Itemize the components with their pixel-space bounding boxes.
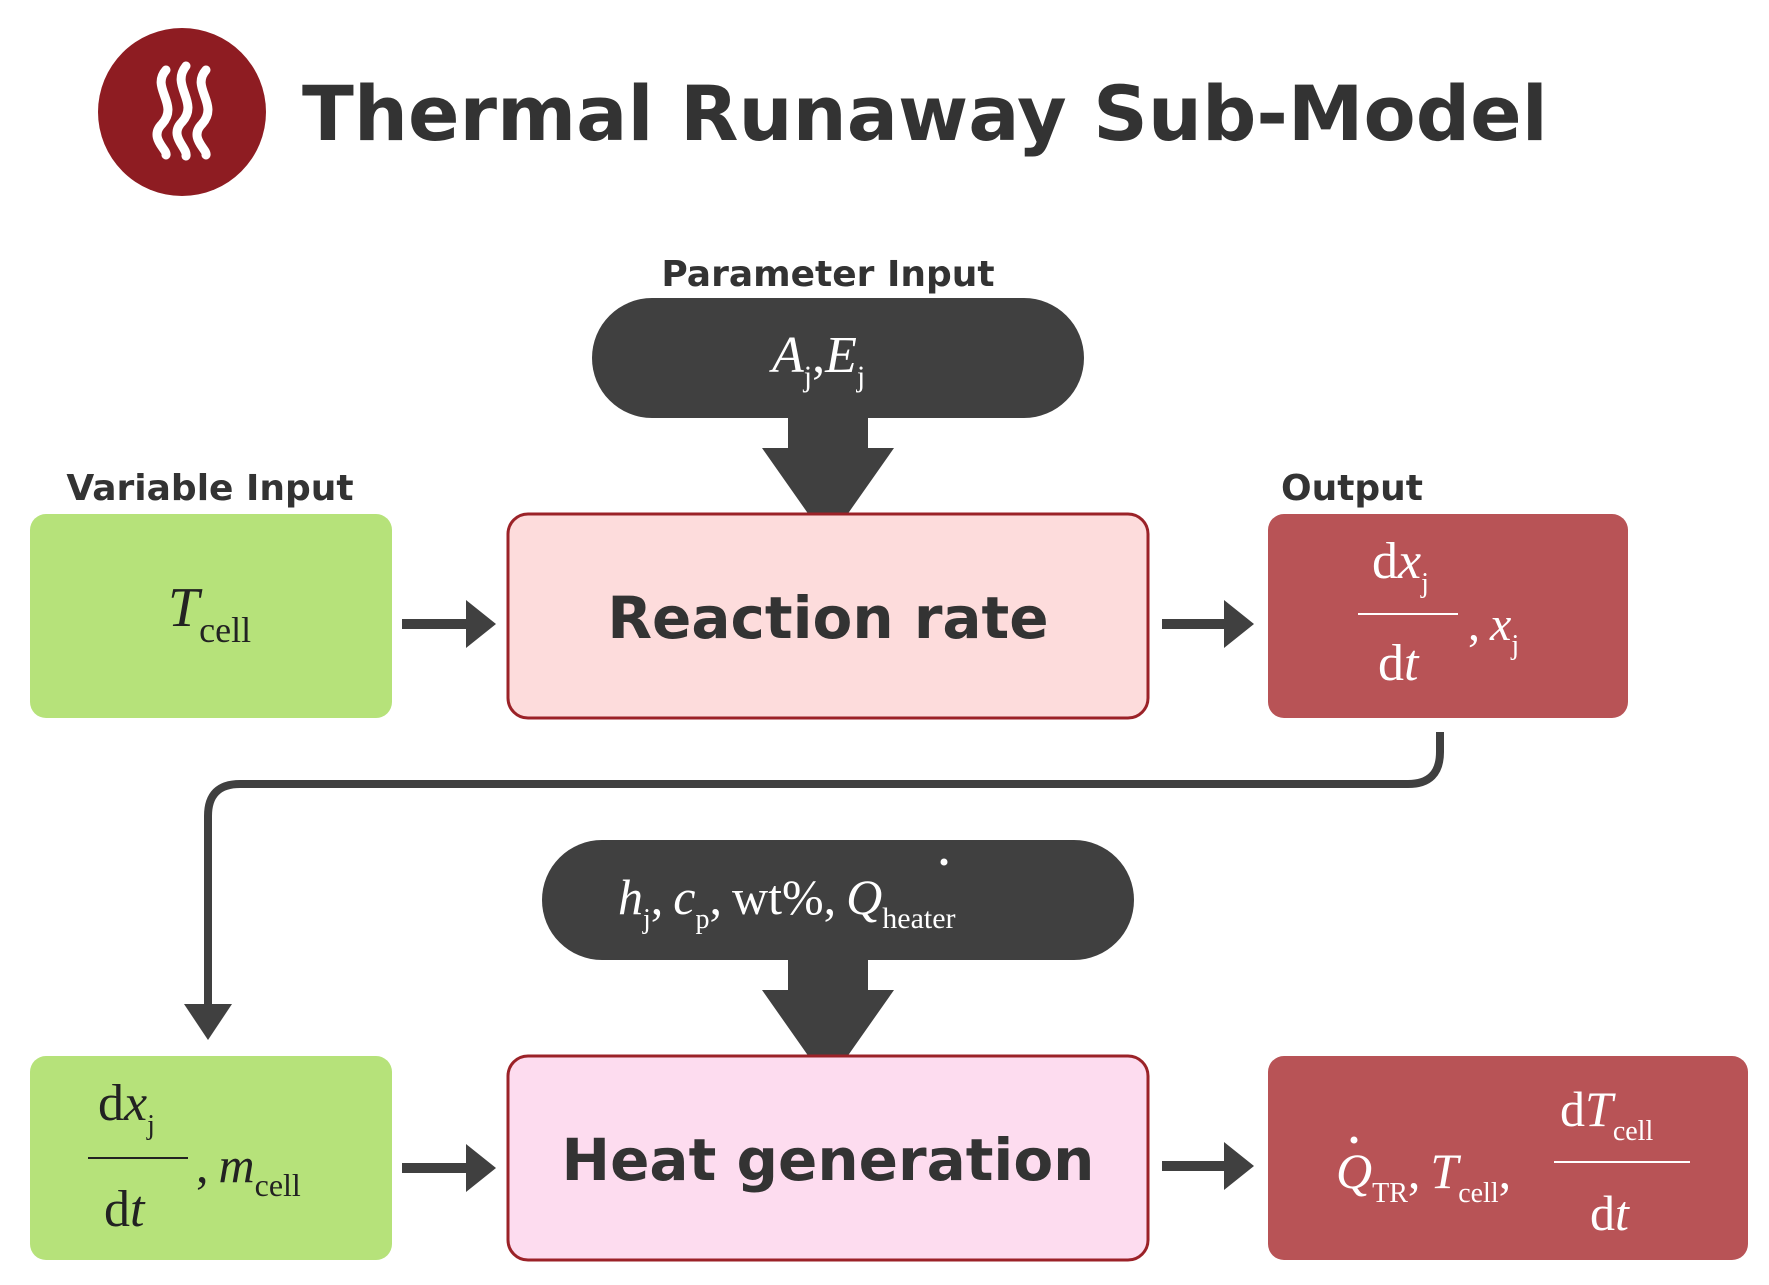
svg-text:,mcell: ,mcell (196, 1137, 301, 1203)
variable-input-box-top: Tcell (30, 514, 392, 718)
heat-waves-icon-badge (98, 28, 266, 196)
q-dot-param (940, 858, 948, 866)
arrow-variable-to-reaction-head (466, 600, 496, 648)
output-label: Output (1281, 468, 1423, 509)
parameter-pill-bottom: hj,cp,wt%,Qheater (542, 840, 1134, 960)
svg-text:dt: dt (1378, 635, 1420, 692)
heat-generation-box: Heat generation (506, 1054, 1150, 1262)
arrow-heat-to-output-head (1224, 1142, 1254, 1190)
variable-input-label: Variable Input (66, 468, 353, 509)
parameter-arrow-bottom (762, 960, 894, 1084)
output-box-bottom: QTR,Tcell, dTcell dt (1268, 1056, 1748, 1260)
parameter-arrow-top (762, 418, 894, 542)
arrow-variable-to-heat-head (466, 1144, 496, 1192)
q-dot-output (1350, 1136, 1358, 1144)
parameter-input-label: Parameter Input (661, 254, 994, 295)
arrow-reaction-to-output-head (1224, 600, 1254, 648)
svg-text:QTR,Tcell,: QTR,Tcell, (1336, 1143, 1511, 1209)
svg-text:dxj: dxj (1372, 533, 1429, 599)
reaction-rate-label: Reaction rate (607, 584, 1048, 652)
page-title: Thermal Runaway Sub-Model (302, 69, 1548, 158)
heat-waves-icon (152, 61, 213, 161)
parameter-pill-top: Aj,Ej (592, 298, 1084, 418)
header-icon (98, 28, 266, 196)
svg-text:Aj,Ej: Aj,Ej (769, 327, 865, 393)
svg-text:dt: dt (1590, 1185, 1630, 1241)
svg-text:dTcell: dTcell (1560, 1081, 1653, 1147)
svg-text:dt: dt (104, 1181, 146, 1238)
output-box-top: dxj dt ,xj (1268, 514, 1628, 718)
feedback-connector-head (184, 1004, 232, 1040)
svg-text:,xj: ,xj (1468, 598, 1519, 661)
variable-input-box-bottom: dxj dt ,mcell (30, 1056, 392, 1260)
feedback-connector (204, 732, 1444, 1012)
svg-text:hj,cp,wt%,Qheater: hj,cp,wt%,Qheater (618, 869, 956, 935)
svg-text:dxj: dxj (98, 1075, 155, 1141)
reaction-rate-box: Reaction rate (506, 512, 1150, 720)
heat-generation-label: Heat generation (562, 1126, 1095, 1194)
svg-text:Tcell: Tcell (168, 577, 251, 650)
